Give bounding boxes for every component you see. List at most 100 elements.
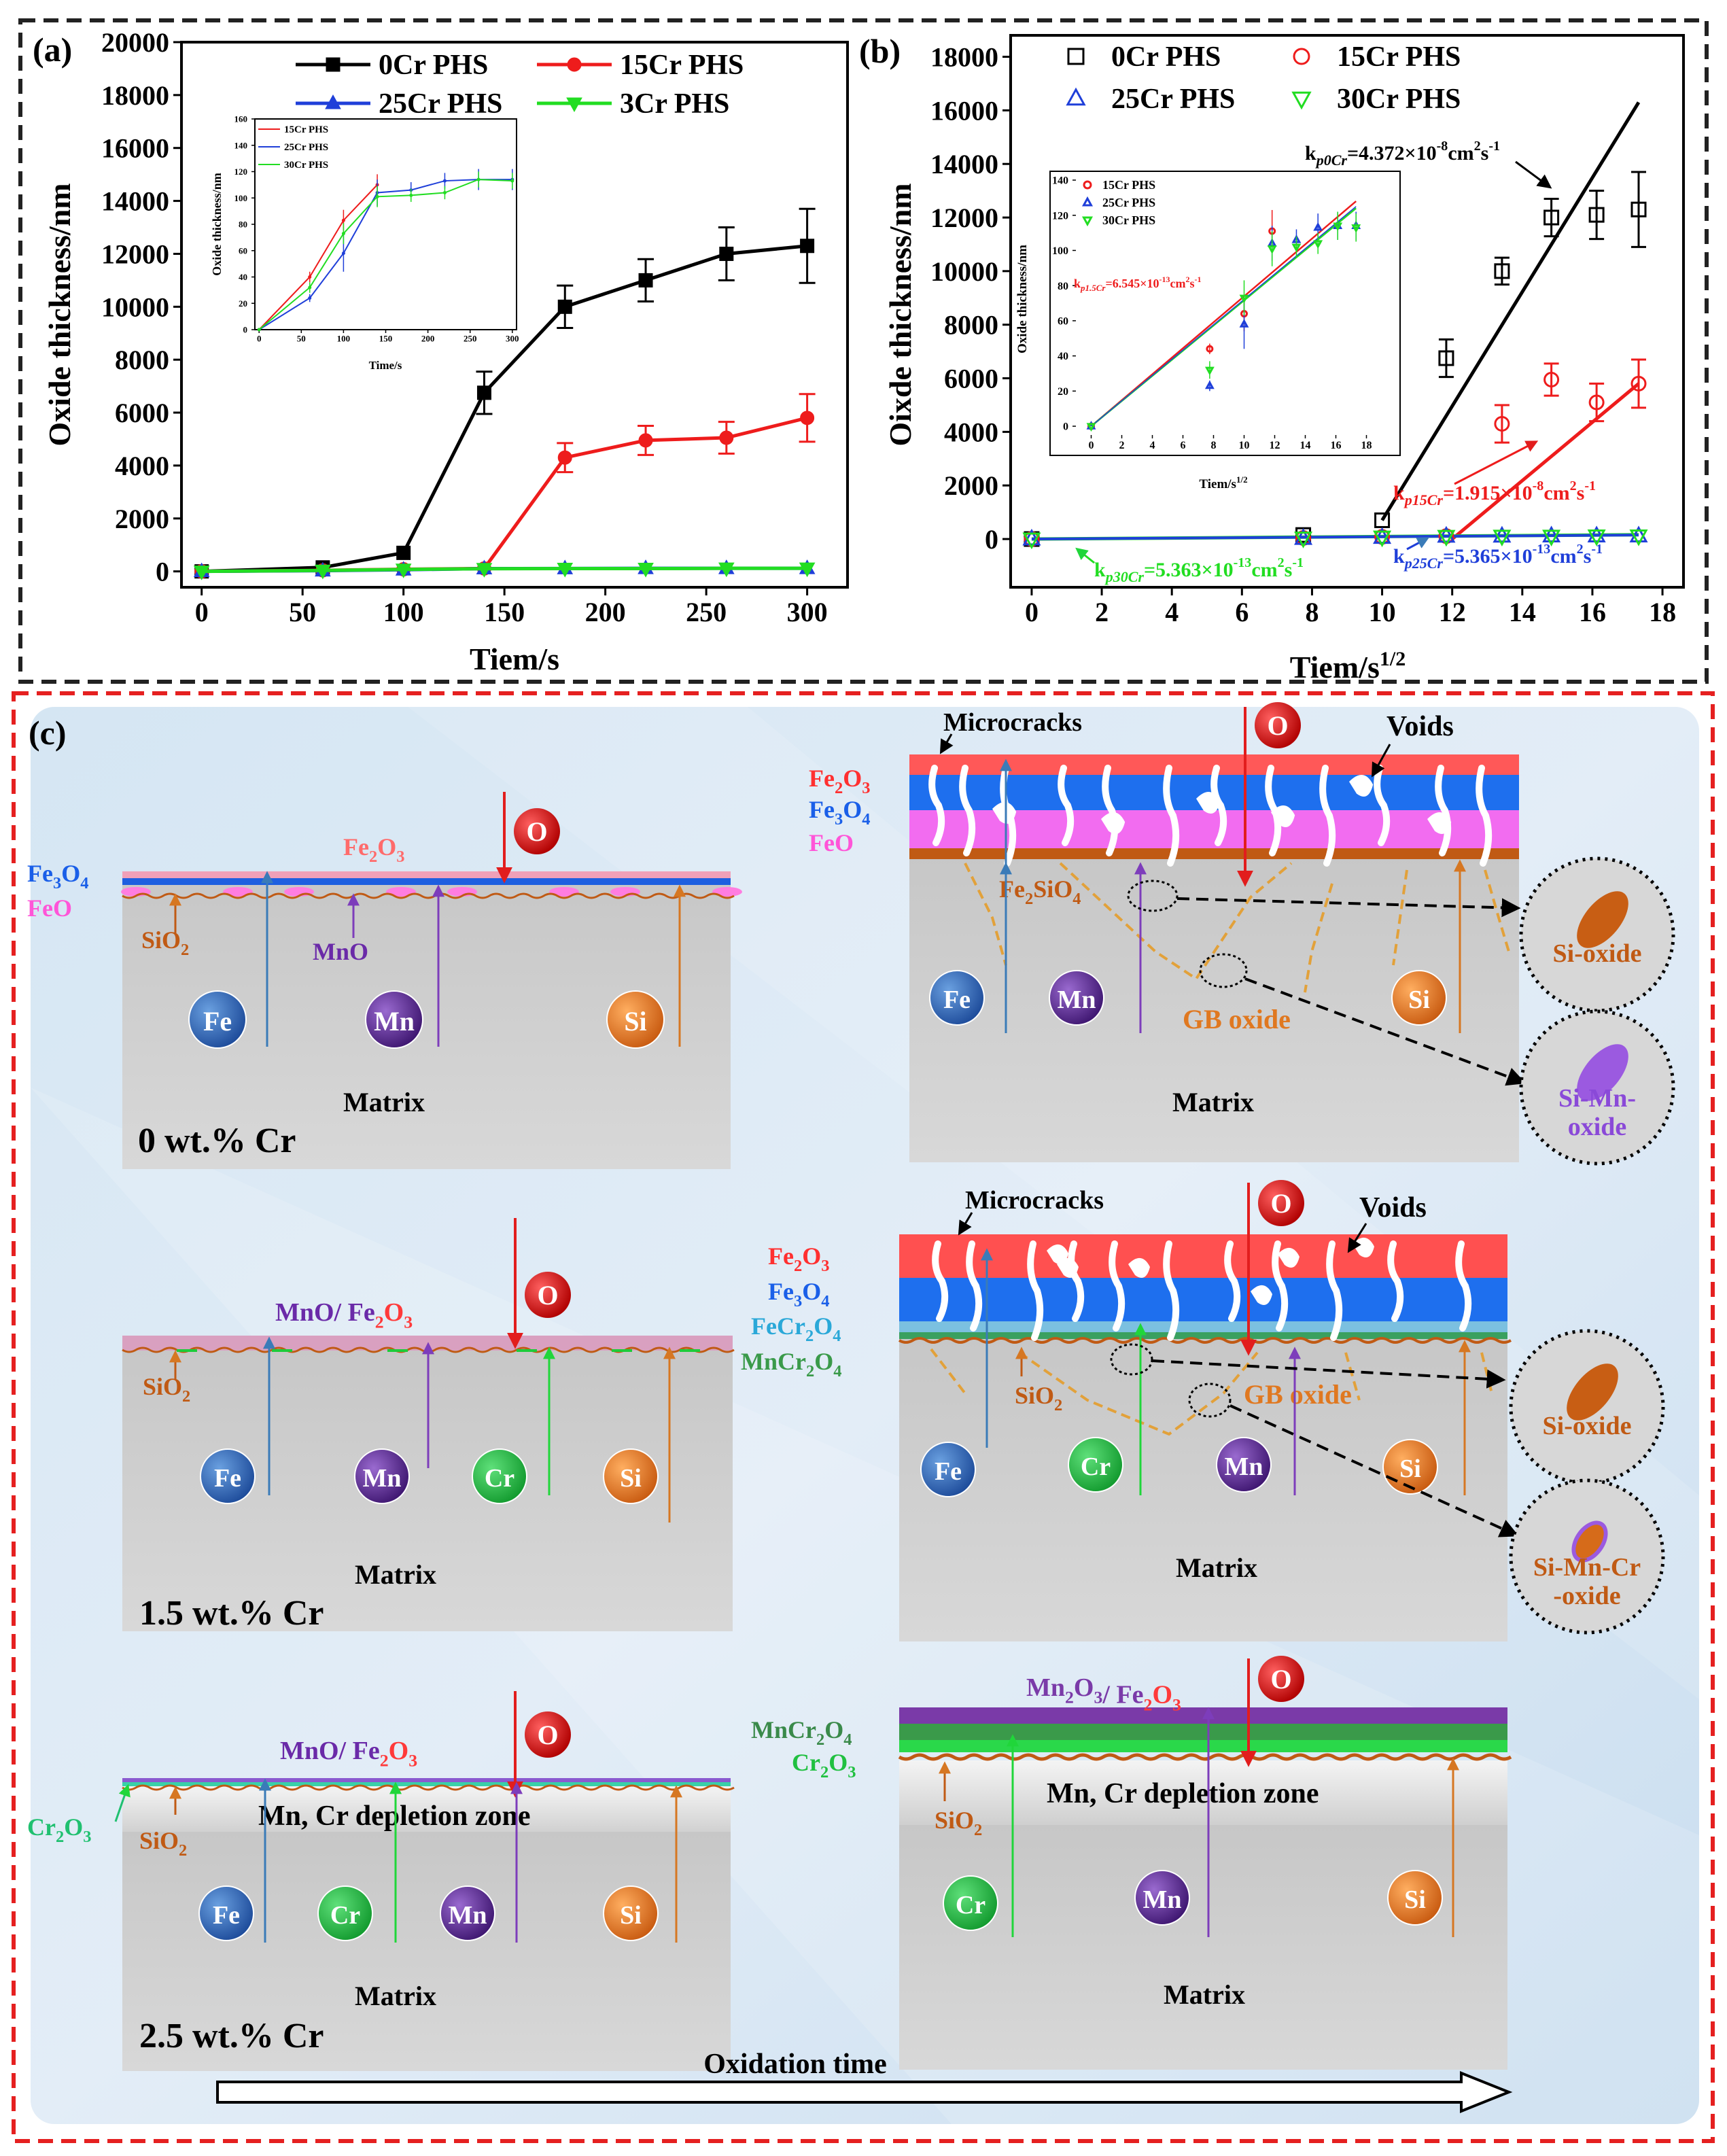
k-30cr-pointer <box>1075 547 1095 564</box>
data-point <box>1588 394 1605 411</box>
fit-line <box>1031 534 1639 541</box>
panel-b-inset-xlabel: Tiem/s1/2 <box>1199 474 1247 491</box>
data-point <box>1587 525 1606 543</box>
data-point <box>557 299 572 314</box>
chem-part: 3 <box>396 848 404 866</box>
oxygen-label: O <box>1270 1188 1291 1219</box>
panel-a-xlabel: Tiem/s <box>470 642 559 676</box>
chem-part: SiO <box>141 926 181 954</box>
data-point <box>1493 529 1512 547</box>
oxygen-ball <box>514 808 560 854</box>
y-tick-label: 10000 <box>101 292 169 322</box>
si-late-label: Si <box>1408 986 1430 1014</box>
inset-legend-label: 25Cr PHS <box>284 142 328 153</box>
chem-part: 2 <box>182 1387 190 1406</box>
mn-25-ball <box>440 1885 495 1941</box>
matrix-label: Matrix <box>343 1087 425 1117</box>
y-tick-label: 120 <box>234 167 248 177</box>
chem-part: 4 <box>843 1731 852 1749</box>
inset-data-point <box>442 179 447 183</box>
microcrack <box>1272 1240 1289 1332</box>
label-fe2o3-15: Fe2O3 <box>768 1242 829 1275</box>
voids-pointer <box>1371 744 1391 778</box>
inset-data-point <box>375 194 379 198</box>
chem-part: 2 <box>835 779 843 797</box>
cr2o3-layer-25-late <box>899 1740 1507 1752</box>
y-tick-label: 4000 <box>115 451 169 481</box>
chem-part: 2 <box>820 1763 828 1781</box>
label-mno: MnO <box>313 938 368 965</box>
x-tick-label: 8 <box>1211 440 1217 451</box>
chem-part: 4 <box>821 1292 829 1310</box>
k-inset-label: kp1.5Cr=6.545×10-13cm2s-1 <box>1074 275 1202 293</box>
chem-part: FeCr <box>751 1312 805 1340</box>
si-ball <box>606 990 665 1049</box>
x-tick-label: 0 <box>1025 597 1039 627</box>
data-point <box>1438 350 1454 366</box>
zoom-ring <box>1199 953 1248 988</box>
y-tick-label: 20 <box>1058 386 1068 398</box>
y-tick-label: 2000 <box>115 504 169 534</box>
k-30cr-label: kp30Cr=5.363×10-13cm2s-1 <box>1094 555 1304 585</box>
chem-part: O <box>802 1242 821 1270</box>
data-point <box>315 564 331 580</box>
chem-part: 2 <box>1025 890 1033 908</box>
grain-boundary-oxide <box>1484 869 1510 952</box>
chem-part: 4 <box>833 1327 841 1345</box>
panel-a-plot-frame <box>180 41 849 589</box>
chem-part: Fe <box>809 796 835 823</box>
feo-island <box>386 887 416 897</box>
k-0cr-label: kp0Cr=4.372×10-8cm2s-1 <box>1305 139 1500 169</box>
microcrack-pointer-15 <box>958 1212 973 1236</box>
data-point <box>1542 529 1561 547</box>
oxygen-label: O <box>537 1280 558 1310</box>
top-dashed-frame <box>18 18 1709 684</box>
panel-a-inset-ylabel: Oxide thickness/nm <box>210 173 224 276</box>
mn2o3-fe2o3-layer <box>899 1707 1507 1724</box>
y-tick-label: 0 <box>243 325 248 335</box>
legend-marker <box>567 57 582 72</box>
mno-fe2o3-layer-25 <box>122 1778 731 1782</box>
panel-a-inset-frame <box>254 118 517 330</box>
chem-part: 2 <box>56 1828 64 1846</box>
chem-part: O <box>1152 1681 1172 1709</box>
chem-part: 3 <box>408 1751 417 1771</box>
inset-data-point <box>1267 245 1277 254</box>
chem-part: 3 <box>1094 1688 1102 1707</box>
oxygen-ball <box>1255 702 1301 748</box>
microcrack <box>1068 1240 1085 1322</box>
x-tick-label: 6 <box>1181 440 1186 451</box>
magnify-si-mn-oxide-particle <box>1577 1044 1628 1101</box>
void <box>1047 1244 1068 1264</box>
x-tick-label: 50 <box>289 597 316 627</box>
microcrack <box>1163 1240 1180 1341</box>
data-point <box>1437 529 1456 547</box>
chem-part: Mn <box>1026 1673 1065 1702</box>
cr-15-ball <box>472 1448 527 1504</box>
legend-label: 0Cr PHS <box>1111 41 1221 73</box>
y-tick-label: 10000 <box>930 256 998 287</box>
y-tick-label: 60 <box>239 245 247 256</box>
data-point <box>638 433 653 448</box>
mn-25-label: Mn <box>449 1901 487 1930</box>
data-point <box>1543 372 1560 388</box>
zoom-arrow-si-15 <box>1151 1359 1506 1389</box>
data-point <box>1373 530 1392 548</box>
mn-late-ball <box>1049 970 1104 1026</box>
x-tick-label: 10 <box>1369 597 1396 627</box>
y-tick-label: 16000 <box>101 133 169 164</box>
y-tick-label: 140 <box>234 140 248 150</box>
microcrack <box>928 765 945 846</box>
chem-part: SiO <box>935 1807 974 1834</box>
data-point <box>799 562 816 578</box>
mn-label: Mn <box>374 1006 415 1037</box>
data-point <box>1374 512 1391 528</box>
y-tick-label: 160 <box>234 114 248 124</box>
chem-part: 3 <box>83 1828 91 1846</box>
fe2o3-layer <box>122 871 731 878</box>
fecr2o4-layer <box>899 1321 1507 1334</box>
fit-line <box>1451 382 1640 540</box>
